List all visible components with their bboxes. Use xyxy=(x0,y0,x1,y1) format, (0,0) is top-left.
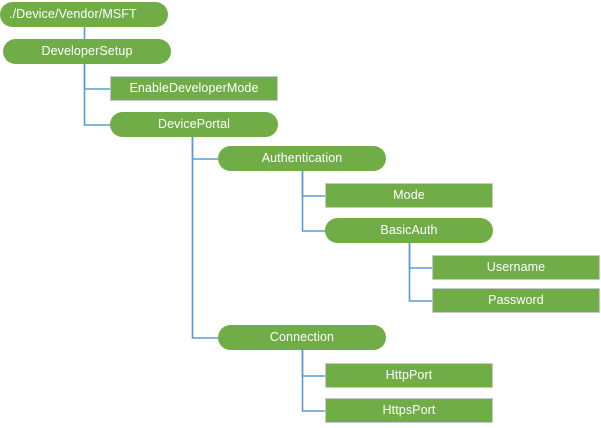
tree-node-label: Password xyxy=(488,293,544,308)
tree-node-httpport[interactable]: HttpPort xyxy=(325,363,493,388)
tree-node-mode[interactable]: Mode xyxy=(325,183,493,208)
tree-node-connection[interactable]: Connection xyxy=(218,325,386,350)
tree-node-httpsport[interactable]: HttpsPort xyxy=(325,398,493,423)
tree-node-deviceportal[interactable]: DevicePortal xyxy=(110,112,278,137)
tree-node-label: BasicAuth xyxy=(380,223,438,238)
tree-node-label: HttpPort xyxy=(385,368,433,383)
tree-node-label: EnableDeveloperMode xyxy=(129,81,259,96)
connector-basicauth-to-password xyxy=(408,243,432,302)
tree-node-basicauth[interactable]: BasicAuth xyxy=(325,218,493,243)
tree-node-enabledevelopermode[interactable]: EnableDeveloperMode xyxy=(110,76,278,101)
tree-node-label: DevicePortal xyxy=(157,117,231,132)
connector-connection-to-httpsport xyxy=(301,350,325,412)
connector-developersetup-to-deviceportal xyxy=(83,64,110,126)
tree-node-username[interactable]: Username xyxy=(432,255,600,280)
tree-node-root[interactable]: ./Device/Vendor/MSFT xyxy=(0,2,168,27)
tree-node-label: Mode xyxy=(393,188,425,203)
connector-authentication-to-basicauth xyxy=(301,171,325,232)
tree-node-authentication[interactable]: Authentication xyxy=(218,146,386,171)
tree-node-password[interactable]: Password xyxy=(432,288,600,313)
tree-node-label: HttpsPort xyxy=(382,403,436,418)
tree-node-label: Authentication xyxy=(261,151,343,166)
tree-node-developersetup[interactable]: DeveloperSetup xyxy=(3,39,171,64)
tree-node-label: Username xyxy=(486,260,546,275)
tree-node-label: ./Device/Vendor/MSFT xyxy=(9,7,137,22)
connector-deviceportal-to-connection xyxy=(191,137,218,339)
tree-node-label: DeveloperSetup xyxy=(41,44,133,59)
tree-node-label: Connection xyxy=(269,330,335,345)
